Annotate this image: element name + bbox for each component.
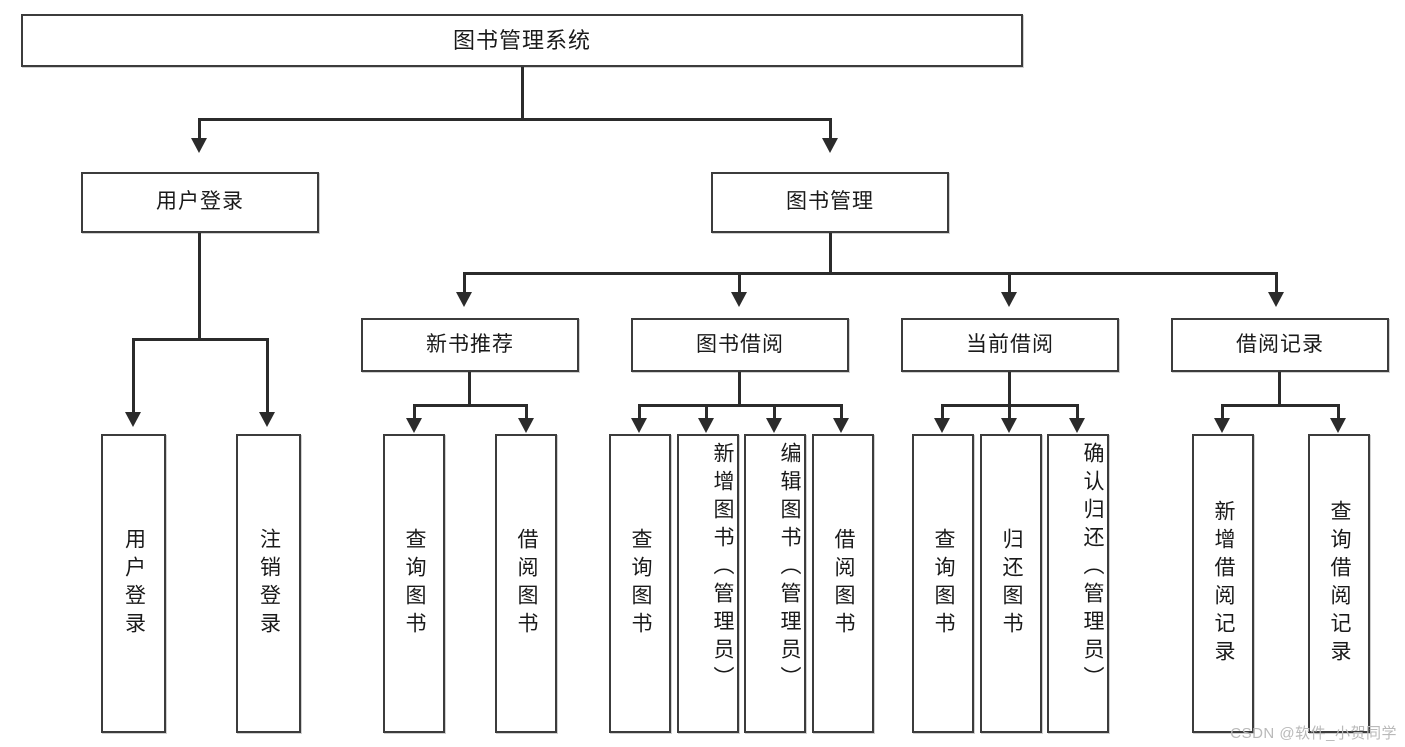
connector-root-stem [521,67,524,120]
connector-book-borrow-drop-1 [638,404,641,420]
leaf-label: 新增借阅记录 [1212,499,1235,668]
node-label: 用户登录 [156,190,244,214]
watermark: CSDN @软件_小贺同学 [1230,725,1397,742]
connector-current-borrow-drop-3 [1076,404,1079,420]
arrow-to-book-borrow [731,292,747,307]
leaf-user-login[interactable]: 用户登录 [101,434,166,733]
node-user-login[interactable]: 用户登录 [81,172,319,233]
connector-borrow-record-bar [1221,404,1340,407]
leaf-label: 查询借阅记录 [1328,499,1351,668]
connector-current-borrow-drop-2 [1008,404,1011,420]
connector-book-borrow-drop-3 [773,404,776,420]
node-root-book-management-system[interactable]: 图书管理系统 [21,14,1023,67]
node-borrow-record[interactable]: 借阅记录 [1171,318,1389,372]
connector-current-borrow-stem [1008,372,1011,406]
leaf-label: 借阅图书 [515,527,538,640]
connector-book-borrow-drop-4 [840,404,843,420]
arrow-to-leaf-return-book [1001,418,1017,433]
arrow-to-leaf-add-record [1214,418,1230,433]
leaf-query-record[interactable]: 查询借阅记录 [1308,434,1370,733]
arrow-to-leaf-query-book-2 [631,418,647,433]
leaf-logout[interactable]: 注销登录 [236,434,301,733]
connector-tier1-drop-left [198,118,201,140]
arrow-to-leaf-borrow-book-2 [833,418,849,433]
leaf-borrow-book-new[interactable]: 借阅图书 [495,434,557,733]
leaf-add-book[interactable]: 新增图书（管理员） [677,434,739,733]
arrow-to-user-login [191,138,207,153]
leaf-return-book[interactable]: 归还图书 [980,434,1042,733]
leaf-label: 新增图书（管理员） [711,442,734,694]
leaf-edit-book[interactable]: 编辑图书（管理员） [744,434,806,733]
connector-borrow-record-drop-1 [1221,404,1224,420]
node-label: 当前借阅 [966,332,1054,356]
arrow-to-leaf-query-record [1330,418,1346,433]
arrow-to-current-borrow [1001,292,1017,307]
connector-current-borrow-drop-1 [941,404,944,420]
arrow-to-leaf-confirm-return [1069,418,1085,433]
connector-tier1-bar [198,118,832,121]
arrow-to-leaf-edit-book [766,418,782,433]
connector-new-book-stem [468,372,471,406]
connector-new-book-drop-1 [413,404,416,420]
leaf-label: 查询图书 [932,527,955,640]
node-label: 图书管理系统 [452,27,591,53]
connector-tier2-drop-2 [738,272,741,294]
node-book-borrow[interactable]: 图书借阅 [631,318,849,372]
leaf-label: 查询图书 [403,527,426,640]
leaf-label: 确认归还（管理员） [1081,442,1104,694]
connector-book-borrow-stem [738,372,741,406]
connector-tier2-drop-3 [1008,272,1011,294]
connector-book-borrow-drop-2 [705,404,708,420]
leaf-label: 编辑图书（管理员） [778,442,801,694]
leaf-query-book-current[interactable]: 查询图书 [912,434,974,733]
node-label: 借阅记录 [1236,332,1324,356]
leaf-label: 归还图书 [1000,527,1023,640]
connector-new-book-drop-2 [525,404,528,420]
node-book-management[interactable]: 图书管理 [711,172,949,233]
leaf-query-book-new[interactable]: 查询图书 [383,434,445,733]
arrow-to-leaf-borrow-book-1 [518,418,534,433]
arrow-to-new-book-recommend [456,292,472,307]
connector-tier2-drop-4 [1275,272,1278,294]
connector-user-login-stem [198,233,201,340]
connector-book-borrow-bar [638,404,843,407]
arrow-to-leaf-user-login [125,412,141,427]
leaf-label: 查询图书 [629,527,652,640]
connector-borrow-record-stem [1278,372,1281,406]
connector-new-book-bar [413,404,528,407]
leaf-label: 借阅图书 [832,527,855,640]
node-label: 新书推荐 [426,332,514,356]
arrow-to-leaf-add-book [698,418,714,433]
leaf-add-record[interactable]: 新增借阅记录 [1192,434,1254,733]
leaf-borrow-book-borrow[interactable]: 借阅图书 [812,434,874,733]
connector-tier2-bar [463,272,1278,275]
arrow-to-leaf-logout [259,412,275,427]
node-label: 图书管理 [786,190,874,214]
arrow-to-leaf-query-book-3 [934,418,950,433]
leaf-label: 用户登录 [122,527,146,640]
connector-borrow-record-drop-2 [1337,404,1340,420]
connector-user-login-drop-1 [132,338,135,414]
node-current-borrow[interactable]: 当前借阅 [901,318,1119,372]
arrow-to-borrow-record [1268,292,1284,307]
connector-tier1-drop-right [829,118,832,140]
arrow-to-leaf-query-book-1 [406,418,422,433]
node-label: 图书借阅 [696,332,784,356]
connector-book-management-stem [829,233,832,274]
leaf-confirm-return[interactable]: 确认归还（管理员） [1047,434,1109,733]
leaf-label: 注销登录 [257,527,281,640]
connector-user-login-bar [132,338,269,341]
leaf-query-book-borrow[interactable]: 查询图书 [609,434,671,733]
connector-user-login-drop-2 [266,338,269,414]
node-new-book-recommend[interactable]: 新书推荐 [361,318,579,372]
connector-tier2-drop-1 [463,272,466,294]
arrow-to-book-management [822,138,838,153]
